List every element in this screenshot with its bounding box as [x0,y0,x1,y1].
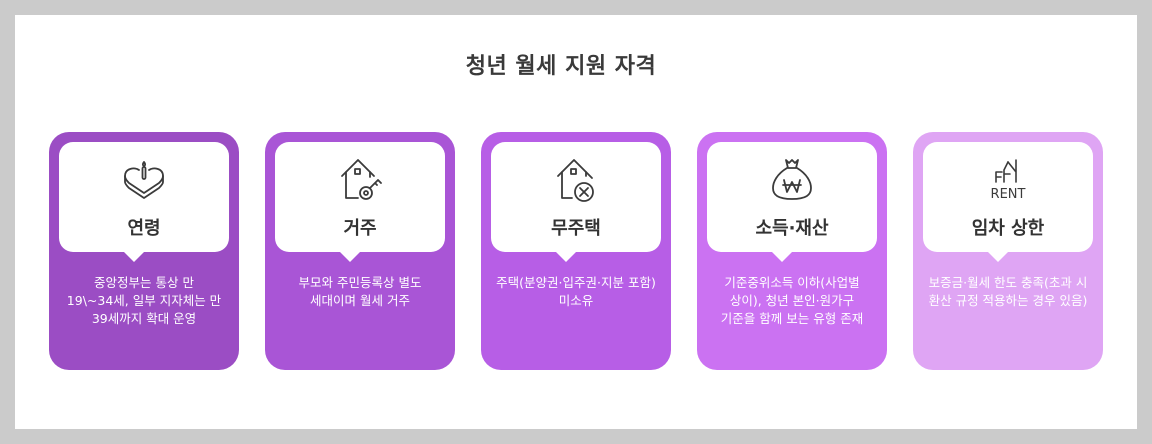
card-rent-limit: RENT 임차 상한 보증금·월세 한도 충족(초과 시 환산 규정 적용하는 … [913,132,1103,370]
card-header-panel: 연령 [59,142,229,252]
card-age: 연령 중앙정부는 통상 만 19\~34세, 일부 지자체는 만 39세까지 확… [49,132,239,370]
card-header-panel: 소득·재산 [707,142,877,252]
card-title: 소득·재산 [755,218,829,239]
house-key-icon [334,154,386,204]
card-title: 연령 [127,218,161,239]
card-header-panel: 무주택 [491,142,661,252]
pointer-arrow [340,252,360,262]
money-bag-won-icon [766,154,818,204]
card-title: 거주 [343,218,377,239]
pointer-arrow [556,252,576,262]
card-no-house: 무주택 주택(분양권·입주권·지분 포함) 미소유 [481,132,671,370]
card-income-assets: 소득·재산 기준중위소득 이하(사업별 상이), 청년 본인·원가구 기준을 함… [697,132,887,370]
pointer-arrow [124,252,144,262]
card-description: 부모와 주민등록상 별도 세대이며 월세 거주 [298,275,422,308]
card-description: 보증금·월세 한도 충족(초과 시 환산 규정 적용하는 경우 있음) [928,275,1088,308]
page-title: 청년 월세 지원 자격 [465,54,657,79]
rent-building-icon: RENT [982,154,1034,204]
card-title: 무주택 [551,218,601,239]
card-header-panel: RENT 임차 상한 [923,142,1093,252]
card-residence: 거주 부모와 주민등록상 별도 세대이며 월세 거주 [265,132,455,370]
card-description: 주택(분양권·입주권·지분 포함) 미소유 [496,275,656,308]
pointer-arrow [988,252,1008,262]
card-title: 임차 상한 [971,218,1045,239]
card-description: 중앙정부는 통상 만 19\~34세, 일부 지자체는 만 39세까지 확대 운… [66,275,222,326]
heart-cake-icon [118,154,170,204]
house-x-icon [550,154,602,204]
card-description: 기준중위소득 이하(사업별 상이), 청년 본인·원가구 기준을 함께 보는 유… [720,275,864,326]
card-header-panel: 거주 [275,142,445,252]
svg-text:RENT: RENT [991,187,1026,202]
pointer-arrow [772,252,792,262]
